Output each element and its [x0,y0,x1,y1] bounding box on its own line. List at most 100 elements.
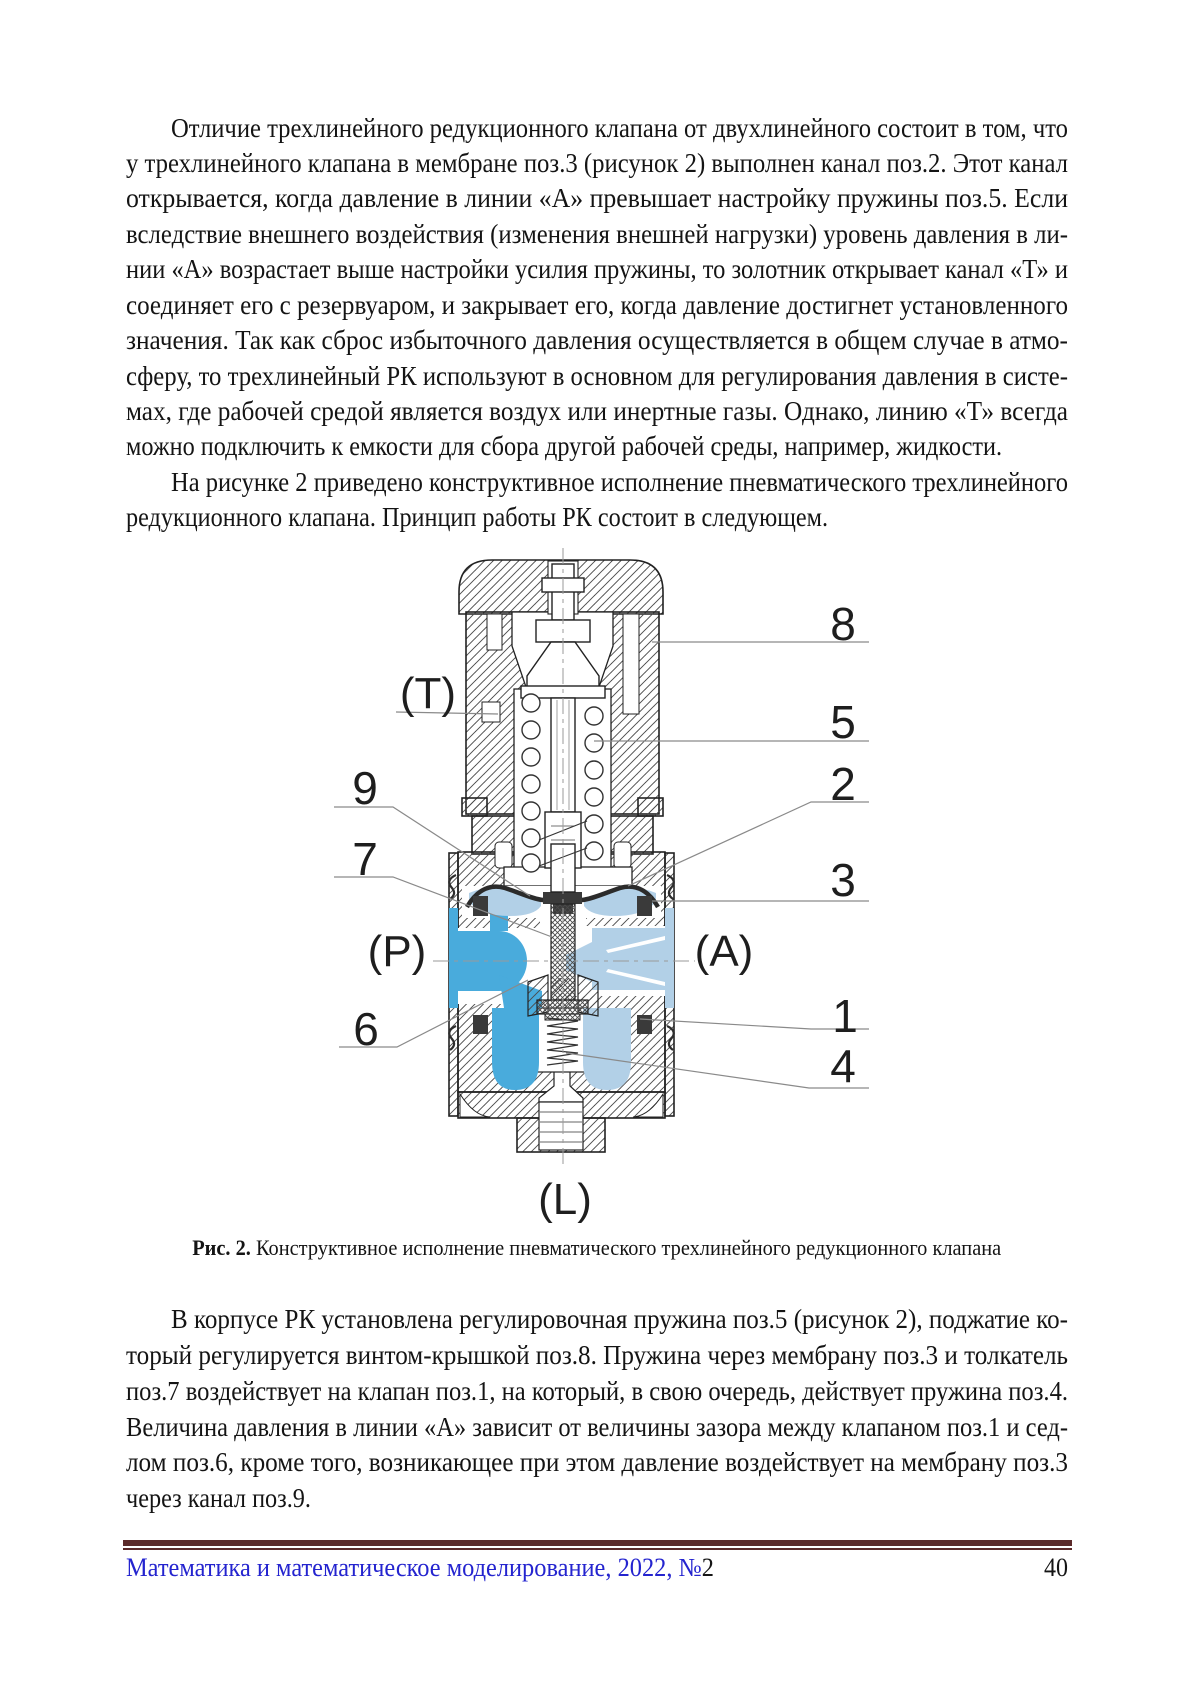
skirt-pocket-left [459,1092,491,1118]
bottom-lobe-left [492,1008,539,1090]
hook-top-left [448,873,457,900]
callout-4-label: 4 [830,1040,856,1092]
journal-link[interactable]: Математика и математическое моделировани… [126,1551,714,1585]
spring-coil [521,693,541,713]
diaphragm-clamp-center [543,892,582,904]
bonnet-foot-left [461,797,488,817]
text-line-content: сферу, то трехлинейный РК используют в о… [126,359,1068,391]
hook-top-right [666,873,675,900]
body-line: у трехлинейного клапана в мембране поз.3… [126,145,1068,180]
ring-pocket-left [494,841,513,869]
callout-9-label: 9 [352,762,378,814]
spring-coil [584,814,604,834]
spring-coil [584,841,604,861]
bonnet-foot-right [637,797,664,817]
text-line-content: В корпусе РК установлена регулировочная … [171,1303,1068,1335]
callout-7-label: 7 [352,833,378,885]
body-line: вследствие внешнего воздействия (изменен… [126,216,1068,251]
dome-slot-left [486,613,503,651]
body-line: Величина давления в линии «А» зависит от… [126,1409,1068,1445]
body-line: В корпусе РК установлена регулировочная … [126,1301,1113,1337]
figure-caption-text: Конструктивное исполнение пневматическог… [251,1235,1002,1260]
valve-plug-assembly [527,903,599,1143]
callout-t-line [395,711,499,715]
spring-coil [584,706,604,726]
body-line: поз.7 воздействует на клапан поз.1, на к… [126,1373,1068,1409]
text-line-content: нии «А» возрастает выше настройки усилия… [126,253,1068,285]
text-line-content: через канал поз.9. [126,1482,311,1514]
body-line: Отличие трехлинейного редукционного клап… [126,110,1113,145]
callout-1-label: 1 [832,990,858,1042]
spring-coil [521,747,541,767]
a-bore-wedge-top [606,936,665,953]
p-port-bore [458,931,527,991]
dome-slot-right [622,613,640,715]
port-label-t: (T) [400,669,456,718]
footer-rule-thin [123,1548,1072,1550]
a-bore-wedge-bottom [606,969,665,986]
callout-numbers: 8 5 2 3 1 4 9 7 6 [352,598,858,1092]
spring-coil [521,801,541,821]
paragraph-1: Отличие трехлинейного редукционного клап… [126,110,1113,535]
diaphragm-seal-right [637,896,652,916]
text-line-content: можно подключить к емкости для сбора дру… [126,430,1002,462]
port-labels: (T) (P) (A) (L) [368,669,754,1224]
journal-issue-number: 2 [701,1553,714,1582]
paragraph-3: В корпусе РК установлена регулировочная … [126,1301,1113,1516]
centerlines [433,548,695,1168]
callout-6-label: 6 [353,1003,379,1055]
text-line-content: редукционного клапана. Принцип работы РК… [126,501,828,533]
spring-coil [521,828,541,848]
figure-caption-label: Рис. 2. [192,1235,252,1260]
body-line: лом поз.6, кроме того, возникающее при э… [126,1444,1068,1480]
caption-line-content: Рис. 2. Конструктивное исполнение пневма… [192,1233,1001,1263]
body-seal-left [473,1015,488,1034]
text-line-content: вследствие внешнего воздействия (изменен… [126,217,1068,249]
callout-3-label: 3 [830,854,856,906]
body-line: соединяет его с резервуаром, и закрывает… [126,287,1068,322]
text-line-content: Величина давления в линии «А» зависит от… [126,1410,1068,1442]
callout-5-label: 5 [830,696,856,748]
bottom-lobe-right [583,1008,631,1090]
callout-1-line [639,1018,869,1030]
body-seal-right [637,1015,652,1034]
text-line-content: На рисунке 2 приведено конструктивное ис… [171,465,1068,497]
journal-link-text[interactable]: Математика и математическое моделировани… [126,1553,702,1582]
text-line-content: открывается, когда давление в линии «А» … [126,182,1068,214]
spring-coil [521,853,541,873]
callout-9-line [334,806,531,897]
text-line-content: торый регулируется винтом-крышкой поз.8.… [126,1339,1068,1371]
ring-pocket-right [613,841,632,869]
body-line: нии «А» возрастает выше настройки усилия… [126,251,1068,286]
valve-figure: 8 5 2 3 1 4 9 7 6 (T) (P) (A) (L) [334,548,869,1224]
page-number: 40 [1044,1553,1068,1582]
figure-caption: Рис. 2. Конструктивное исполнение пневма… [126,1233,1068,1263]
port-label-p: (P) [368,927,427,976]
boss-bore [538,1101,584,1151]
spring-coil [584,787,604,807]
footer-rule [123,1540,1072,1550]
text-line-content: соединяет его с резервуаром, и закрывает… [126,288,1068,320]
spring-coil [521,720,541,740]
spring-coil [584,733,604,753]
text-line-content: значения. Так как сброс избыточного давл… [126,324,1068,356]
port-label-l: (L) [538,1175,592,1224]
port-label-a: (A) [695,927,754,976]
vent-slot [481,701,501,723]
p-flange-strip [449,908,458,1008]
body-line: редукционного клапана. Принцип работы РК… [126,499,1068,534]
callout-4-line [565,1052,869,1089]
text-line-content: поз.7 воздействует на клапан поз.1, на к… [126,1374,1068,1406]
body-line: торый регулируется винтом-крышкой поз.8.… [126,1337,1068,1373]
body-line: сферу, то трехлинейный РК используют в о… [126,358,1068,393]
spring-coil [521,774,541,794]
text-line-content: у трехлинейного клапана в мембране поз.3… [126,146,1068,178]
body-line: значения. Так как сброс избыточного давл… [126,322,1068,357]
flange-hooks [448,873,675,1051]
callout-6-line [339,979,529,1048]
callout-2-label: 2 [830,758,856,810]
callout-8-label: 8 [830,598,856,650]
body-line: мах, где рабочей средой является воздух … [126,393,1068,428]
callout-lines [334,641,869,1089]
